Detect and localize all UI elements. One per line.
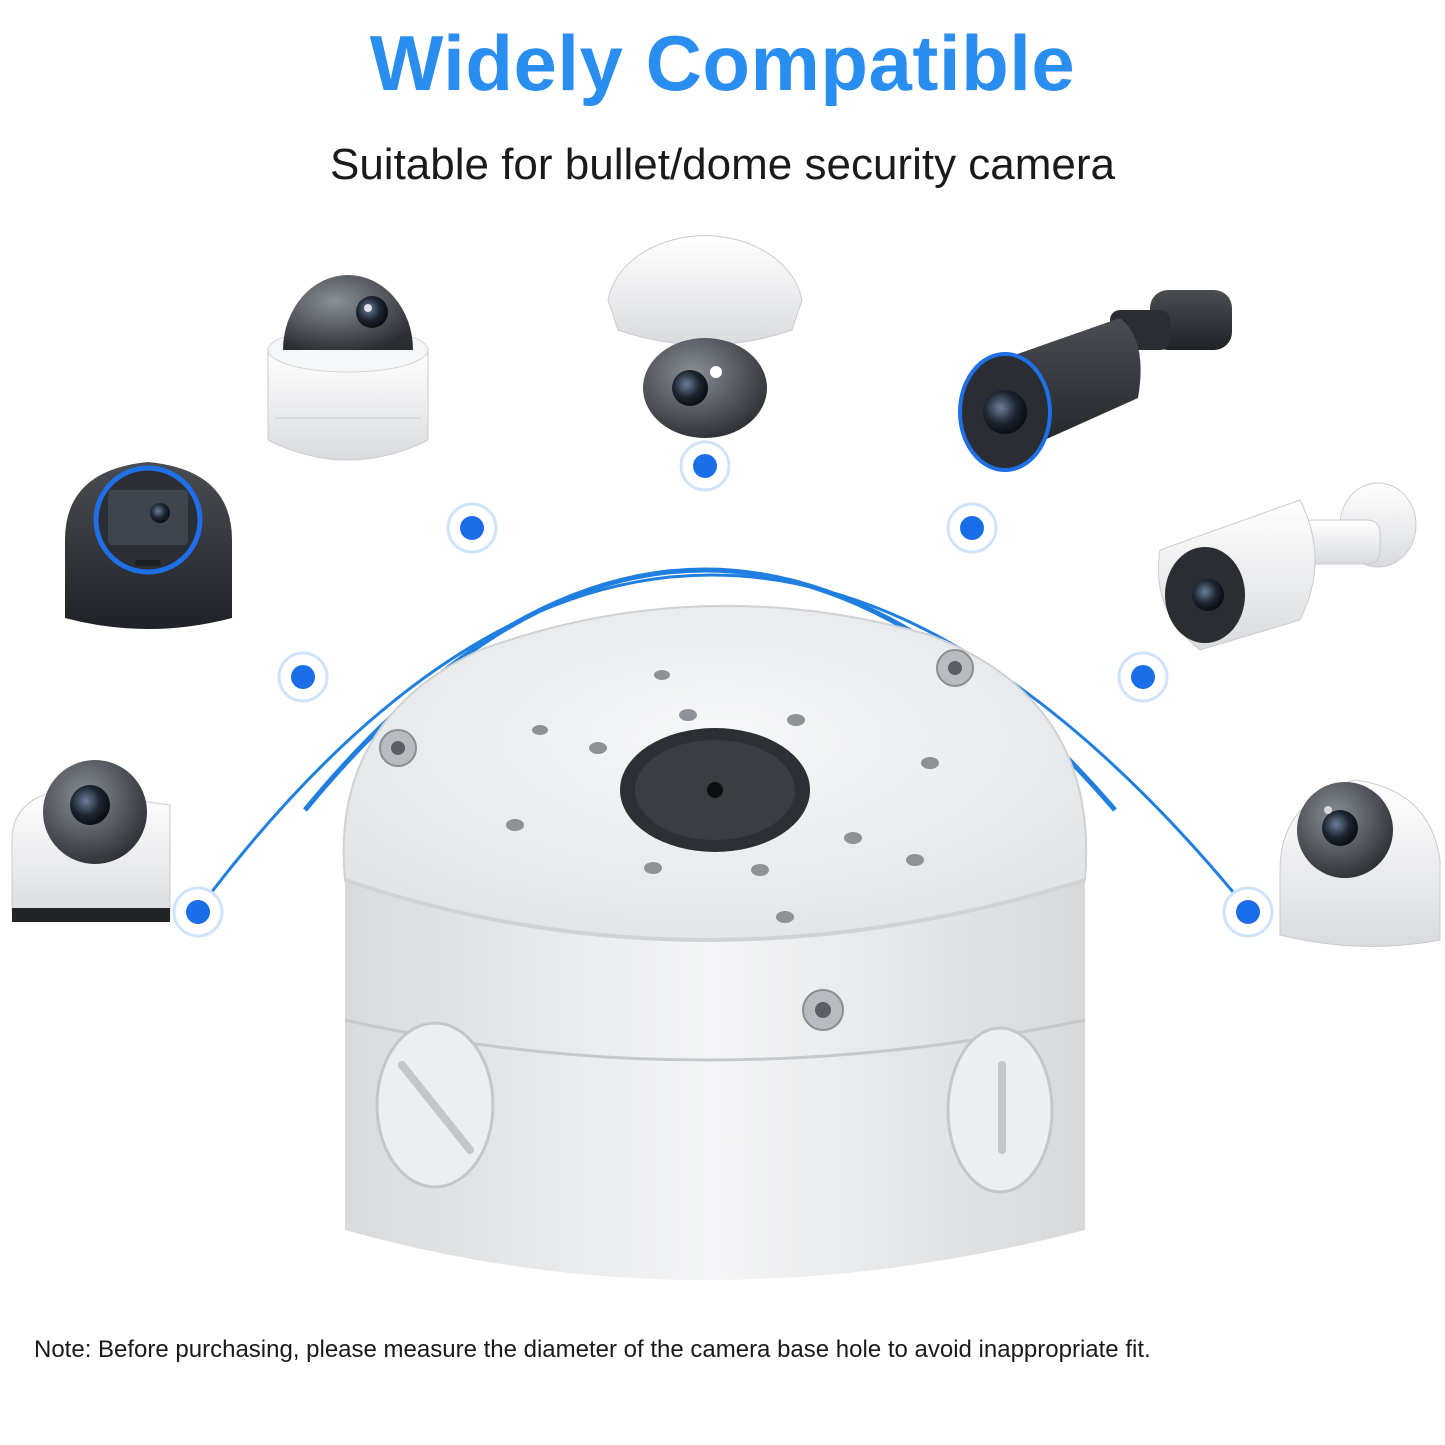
node-1 xyxy=(172,886,224,938)
node-3 xyxy=(446,502,498,554)
turret-camera-icon xyxy=(1279,779,1441,947)
page-title: Widely Compatible xyxy=(369,19,1076,107)
knockout-right xyxy=(946,1026,1054,1194)
bolt-icon xyxy=(802,989,844,1031)
junction-box-icon xyxy=(342,604,1088,1280)
node-5 xyxy=(946,502,998,554)
node-6 xyxy=(1117,651,1169,703)
bullet-camera-icon xyxy=(958,290,1232,472)
knockout-left xyxy=(375,1021,495,1189)
mounting-holes xyxy=(506,670,939,923)
turret-camera-icon xyxy=(11,760,171,922)
page-subtitle: Suitable for bullet/dome security camera xyxy=(329,140,1116,189)
dome-camera-icon xyxy=(267,275,429,461)
bullet-camera-icon xyxy=(1157,482,1417,651)
node-7 xyxy=(1222,886,1274,938)
dome-camera-icon xyxy=(607,235,803,438)
turret-camera-icon xyxy=(65,462,232,629)
arc-nodes xyxy=(172,440,1274,938)
node-2 xyxy=(277,651,329,703)
bolt-icon xyxy=(936,649,974,687)
outer-arc xyxy=(196,573,1250,911)
bolt-icon xyxy=(379,729,417,767)
node-4 xyxy=(679,440,731,492)
footer-note: Note: Before purchasing, please measure … xyxy=(34,1336,1151,1363)
